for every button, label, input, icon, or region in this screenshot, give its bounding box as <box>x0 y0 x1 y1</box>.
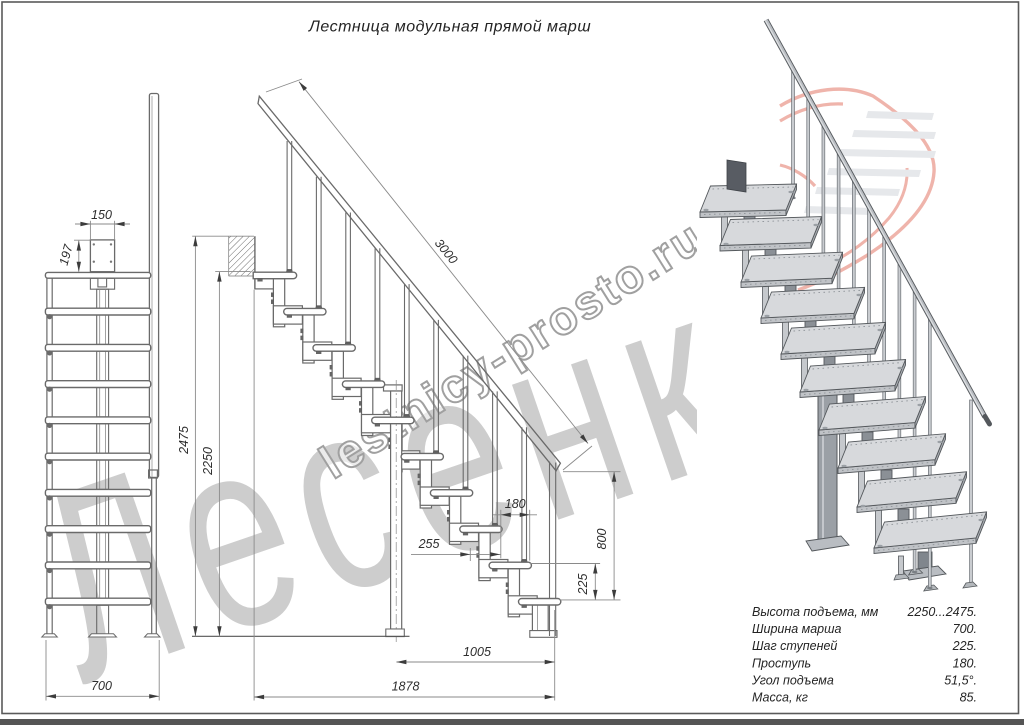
svg-text:Лестница модульная прямой марш: Лестница модульная прямой марш <box>308 19 591 36</box>
svg-text:150: 150 <box>91 208 112 222</box>
svg-text:225: 225 <box>576 574 590 596</box>
svg-text:2250: 2250 <box>201 447 215 476</box>
svg-text:85.: 85. <box>960 691 977 705</box>
svg-text:Проступь: Проступь <box>752 656 811 670</box>
svg-text:51,5°.: 51,5°. <box>944 673 977 687</box>
svg-text:255: 255 <box>418 537 440 551</box>
svg-text:1005: 1005 <box>463 645 491 659</box>
svg-text:Масса, кг: Масса, кг <box>752 691 808 705</box>
svg-text:700.: 700. <box>953 622 977 636</box>
svg-text:700: 700 <box>91 679 112 693</box>
svg-text:800: 800 <box>595 529 609 550</box>
svg-text:Ширина марша: Ширина марша <box>752 622 842 636</box>
svg-text:2475: 2475 <box>177 426 191 455</box>
svg-text:Угол подъема: Угол подъема <box>751 673 834 687</box>
svg-text:1878: 1878 <box>392 680 420 694</box>
svg-text:2250...2475.: 2250...2475. <box>906 605 977 619</box>
svg-text:197: 197 <box>57 242 76 267</box>
svg-text:180.: 180. <box>953 656 977 670</box>
svg-text:180: 180 <box>505 497 526 511</box>
svg-text:Высота подъема, мм: Высота подъема, мм <box>752 605 879 619</box>
svg-text:Шаг ступеней: Шаг ступеней <box>752 639 837 653</box>
svg-text:225.: 225. <box>952 639 977 653</box>
